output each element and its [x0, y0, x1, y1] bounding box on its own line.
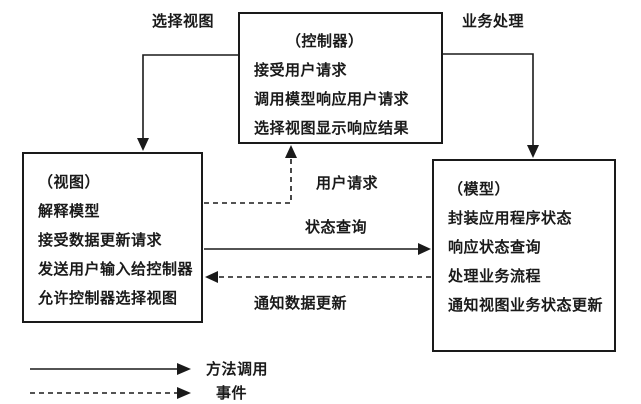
model-box-item: 通知视图业务状态更新: [448, 296, 604, 314]
model-box-item: 处理业务流程: [448, 267, 542, 285]
state-query-label: 状态查询: [305, 218, 368, 236]
legend-solid-label: 方法调用: [206, 360, 269, 378]
arrow-business-processing: [443, 53, 539, 158]
model-box-title: （模型）: [448, 180, 511, 198]
view-box-item: 发送用户输入给控制器: [38, 260, 194, 278]
controller-box-item: 选择视图显示响应结果: [254, 119, 410, 137]
user-request-label: 用户请求: [316, 174, 379, 192]
controller-box: （控制器） 接受用户请求 调用模型响应用户请求 选择视图显示响应结果: [238, 12, 443, 144]
arrowhead-icon: [137, 138, 149, 151]
view-box-item: 解释模型: [38, 202, 101, 220]
arrowhead-icon: [177, 363, 191, 375]
arrowhead-icon: [527, 145, 539, 158]
arrowhead-icon: [177, 387, 191, 399]
controller-box-item: 接受用户请求: [254, 61, 348, 79]
legend-solid-arrow: [30, 363, 191, 375]
view-box-item: 允许控制器选择视图: [38, 289, 178, 307]
arrow-state-query: [204, 243, 431, 255]
controller-box-title: （控制器）: [286, 32, 364, 50]
model-box: （模型） 封装应用程序状态 响应状态查询 处理业务流程 通知视图业务状态更新: [432, 159, 616, 352]
arrowhead-icon: [205, 271, 218, 283]
legend-dashed-label: 事件: [216, 384, 248, 402]
view-box-title: （视图）: [38, 173, 101, 191]
view-box: （视图） 解释模型 接受数据更新请求 发送用户输入给控制器 允许控制器选择视图: [22, 152, 203, 323]
arrowhead-icon: [285, 145, 297, 158]
select-view-label: 选择视图: [152, 12, 215, 30]
model-box-item: 封装应用程序状态: [448, 209, 573, 227]
legend-dashed-arrow: [30, 387, 191, 399]
notify-data-update-label: 通知数据更新: [254, 294, 348, 312]
model-box-item: 响应状态查询: [448, 238, 542, 256]
arrow-user-request: [204, 145, 297, 204]
controller-box-item: 调用模型响应用户请求: [254, 90, 410, 108]
arrow-notify-data-update: [205, 271, 431, 283]
view-box-item: 接受数据更新请求: [38, 231, 163, 249]
business-processing-label: 业务处理: [462, 12, 525, 30]
arrowhead-icon: [418, 243, 431, 255]
arrow-select-view: [137, 54, 238, 151]
